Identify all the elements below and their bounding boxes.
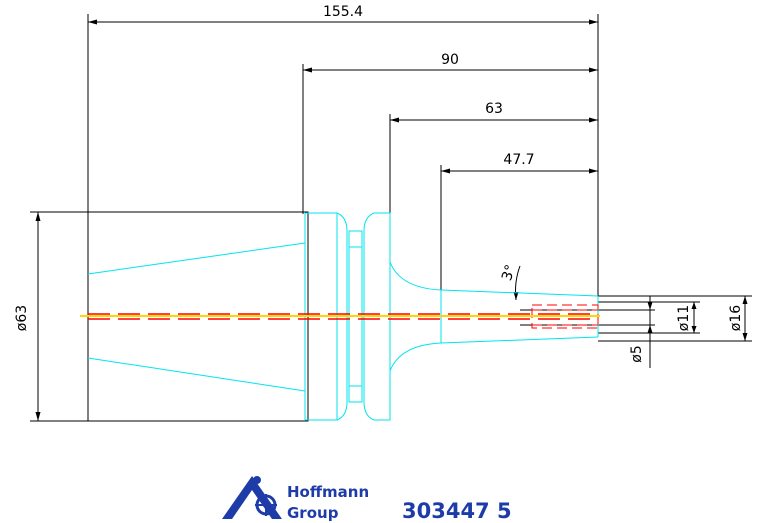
dim-dia-63: ø63 <box>14 305 30 331</box>
part-number: 303447 5 <box>402 499 512 523</box>
dim-length-63: 63 <box>485 101 503 117</box>
hoffmann-logo-icon <box>222 476 282 519</box>
dim-dia-5: ø5 <box>629 345 645 362</box>
dim-length-47-7: 47.7 <box>503 152 534 168</box>
dim-taper-angle: 3° <box>499 263 519 283</box>
brand-name-line2: Group <box>287 504 339 522</box>
dimension-lines <box>30 14 752 422</box>
brand-name-line1: Hoffmann <box>287 483 369 501</box>
centerline <box>80 313 600 320</box>
dim-length-90: 90 <box>441 52 459 68</box>
dim-total-length: 155.4 <box>323 4 363 20</box>
dim-dia-11: ø11 <box>676 305 692 331</box>
dim-dia-16: ø16 <box>728 305 744 331</box>
